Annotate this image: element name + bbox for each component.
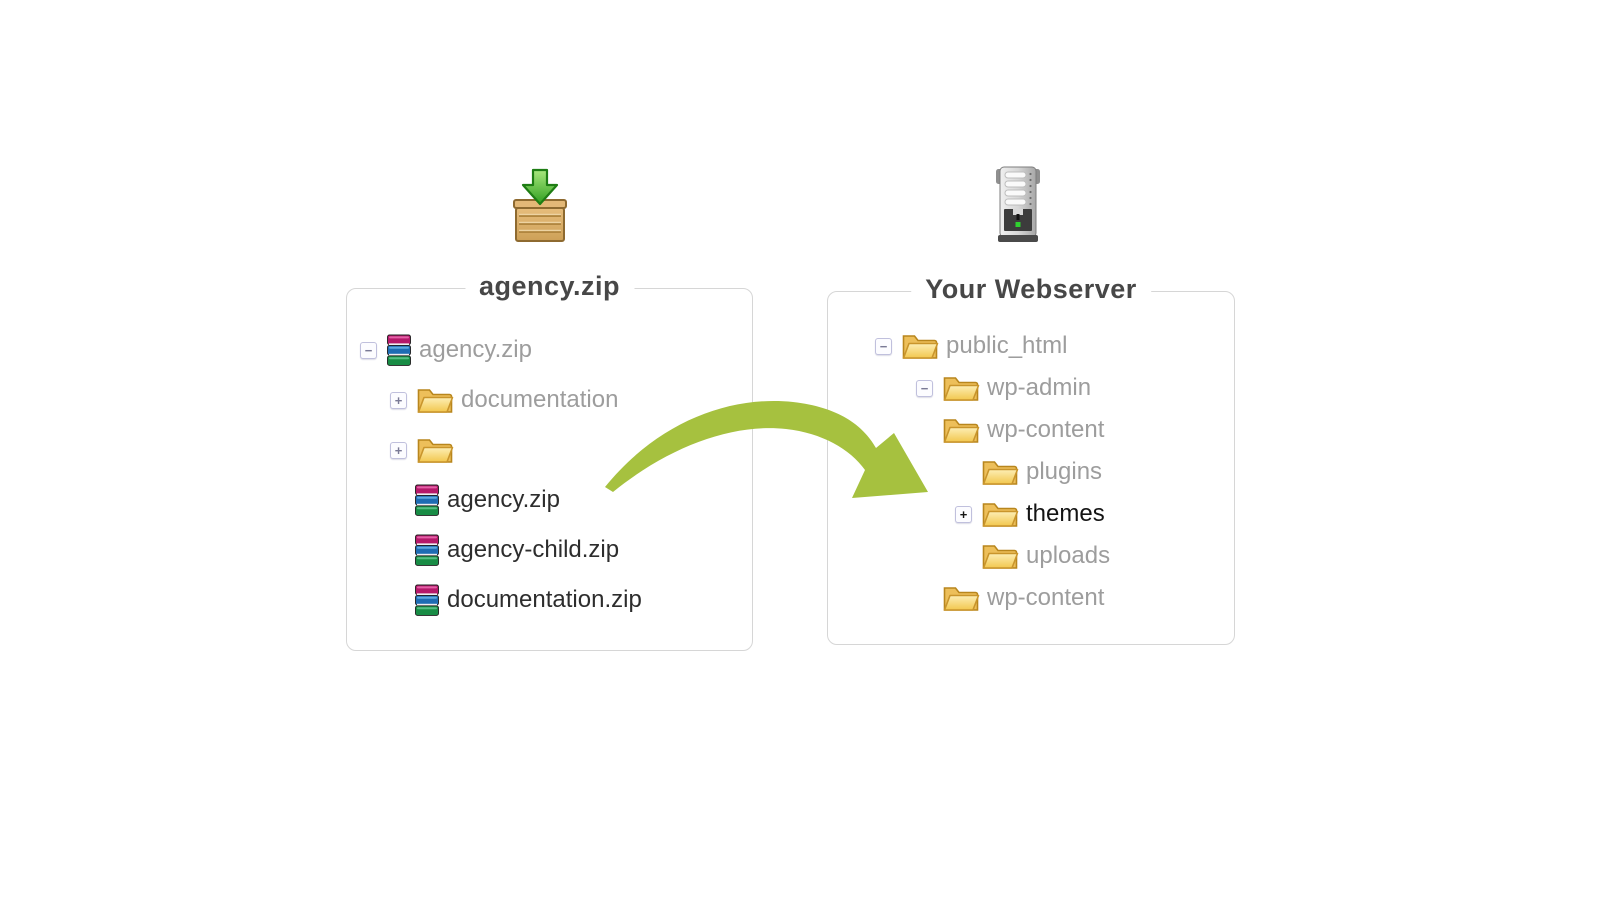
tree-item-label: wp-admin [987, 374, 1092, 401]
download-box-icon [506, 167, 574, 252]
tree-item-label: agency.zip [447, 486, 560, 513]
expander-plus-icon[interactable]: + [390, 391, 407, 409]
open-folder-icon [981, 541, 1019, 572]
open-folder-icon [416, 385, 454, 416]
tree-item[interactable]: + documentation [347, 375, 752, 425]
tree-item-gutter: + [390, 441, 416, 459]
rar-archive-icon [414, 534, 440, 567]
open-folder-icon [942, 373, 980, 404]
tree-item-gutter: − [916, 379, 942, 397]
webserver-panel: Your Webserver − public_html− wp-admin w… [827, 274, 1235, 645]
source-panel-title: agency.zip [464, 271, 635, 302]
expander-plus-icon[interactable]: + [955, 505, 972, 523]
open-folder-icon [942, 583, 980, 614]
tree-item-label: agency-child.zip [447, 536, 620, 563]
tree-item-label: documentation.zip [447, 586, 642, 613]
webserver-icon [992, 165, 1044, 250]
expander-minus-icon[interactable]: − [916, 379, 933, 397]
expander-minus-icon[interactable]: − [360, 341, 377, 359]
tree-item[interactable]: plugins [828, 451, 1234, 493]
expander-plus-icon[interactable]: + [390, 441, 407, 459]
tree-item-label: documentation [461, 386, 619, 413]
tree-item[interactable]: wp-content [828, 409, 1234, 451]
expander-minus-icon[interactable]: − [875, 337, 892, 355]
tree-item[interactable]: documentation.zip [347, 575, 752, 625]
open-folder-icon [942, 415, 980, 446]
tree-item-gutter: − [360, 341, 386, 359]
open-folder-icon [981, 499, 1019, 530]
open-folder-icon [901, 331, 939, 362]
tree-item[interactable]: agency.zip [347, 475, 752, 525]
tree-item-gutter: + [955, 505, 981, 523]
rar-archive-icon [386, 334, 412, 367]
tree-item[interactable]: + [347, 425, 752, 475]
tree-item-label: agency.zip [419, 336, 532, 363]
source-panel: agency.zip − agency.zip+ documentation+ [346, 271, 753, 651]
rar-archive-icon [414, 584, 440, 617]
tree-item[interactable]: − public_html [828, 325, 1234, 367]
rar-archive-icon [414, 484, 440, 517]
webserver-tree: − public_html− wp-admin wp-content [828, 292, 1234, 619]
tree-item[interactable]: uploads [828, 535, 1234, 577]
tree-item-label: wp-content [987, 416, 1105, 443]
tree-item-label: themes [1026, 500, 1105, 527]
tree-item[interactable]: − wp-admin [828, 367, 1234, 409]
tree-item[interactable]: wp-content [828, 577, 1234, 619]
tree-item[interactable]: − agency.zip [347, 325, 752, 375]
tree-item-label: public_html [946, 332, 1068, 359]
tree-item-gutter: − [875, 337, 901, 355]
tree-item-label: wp-content [987, 584, 1105, 611]
tree-item[interactable]: agency-child.zip [347, 525, 752, 575]
webserver-panel-title: Your Webserver [911, 274, 1151, 305]
tree-item-gutter: + [390, 391, 416, 409]
tree-item-label: uploads [1026, 542, 1111, 569]
open-folder-icon [981, 457, 1019, 488]
open-folder-icon [416, 435, 454, 466]
tree-item[interactable]: + themes [828, 493, 1234, 535]
tree-item-label: plugins [1026, 458, 1103, 485]
source-tree: − agency.zip+ documentation+ [347, 289, 752, 625]
